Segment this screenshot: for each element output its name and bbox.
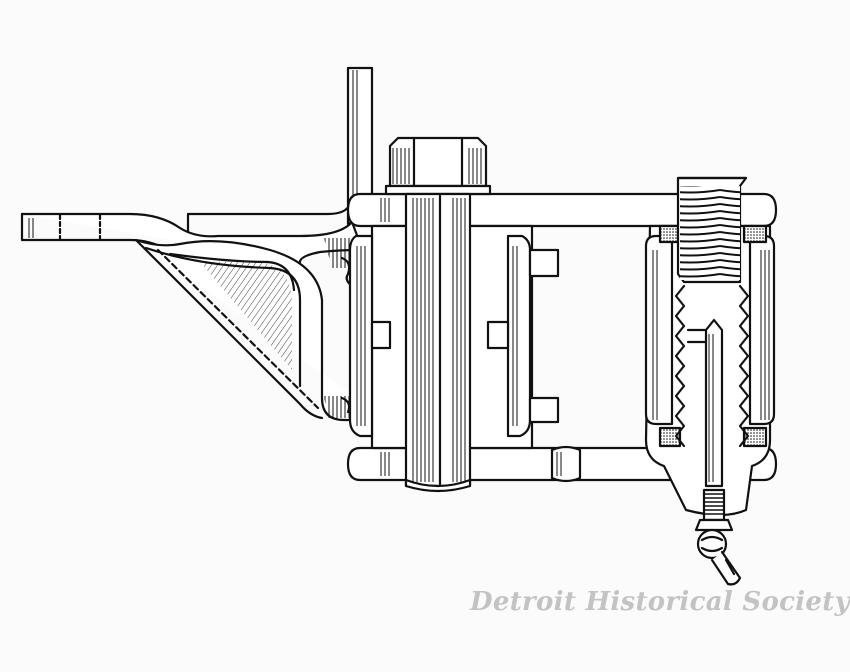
watermark-text: Detroit Historical Society bbox=[470, 587, 850, 617]
mounting-bracket bbox=[20, 66, 374, 422]
threaded-bushing-assembly bbox=[644, 176, 776, 586]
kingpin-bolt bbox=[384, 136, 492, 493]
